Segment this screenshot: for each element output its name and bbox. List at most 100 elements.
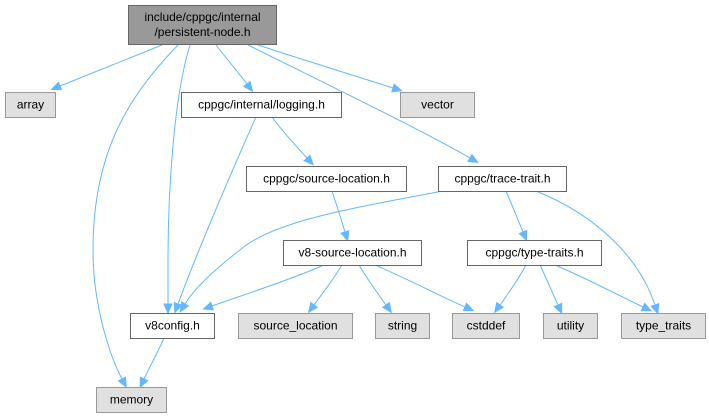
arrowhead-icon (462, 302, 475, 312)
edge-v8config-to-memory (139, 337, 165, 389)
node-box (96, 387, 167, 413)
edge-line (184, 190, 444, 305)
node-label: /persistent-node.h (154, 25, 250, 39)
arrowhead-icon (518, 229, 528, 242)
node-label: v8-source-location.h (298, 246, 406, 260)
arrowhead-icon (340, 230, 350, 242)
node-label: include/cppgc/internal (144, 10, 260, 24)
edge-line (271, 116, 308, 159)
edge-type_traits_h-to-type_traits (554, 264, 653, 312)
edge-trace_trait-to-type_traits_h (505, 190, 528, 242)
edge-line (505, 190, 524, 233)
arrowhead-icon (173, 301, 183, 314)
edge-line (215, 44, 248, 85)
node-utility: utility (543, 313, 598, 339)
arrowhead-icon (303, 154, 314, 166)
node-box (181, 92, 342, 118)
edge-trace_trait-to-v8config (179, 190, 444, 313)
edge-root-to-vector (257, 44, 403, 93)
node-memory: memory (96, 387, 167, 413)
node-v8-source-location[interactable]: v8-source-location.h (283, 240, 422, 266)
node-trace-trait[interactable]: cppgc/trace-trait.h (438, 166, 567, 192)
node-label: type_traits (636, 319, 691, 333)
edge-root-to-logging (215, 44, 254, 93)
edge-type_traits_h-to-cstddef (493, 264, 527, 314)
node-box (467, 240, 602, 266)
edge-type_traits_h-to-utility (539, 264, 563, 315)
node-label: utility (557, 319, 584, 333)
edge-line (358, 264, 387, 306)
arrowhead-icon (50, 81, 63, 91)
node-box (438, 166, 567, 192)
node-label: source_location (253, 319, 337, 333)
edge-line (211, 264, 325, 307)
edge-line (167, 44, 191, 304)
edge-v8_source_location-to-source_location (307, 264, 343, 314)
node-box (452, 313, 520, 339)
arrowhead-icon (117, 376, 127, 389)
edge-logging-to-v8config (173, 116, 257, 314)
edge-logging-to-source_location_h (271, 116, 314, 166)
node-logging[interactable]: cppgc/internal/logging.h (181, 92, 342, 118)
node-string: string (375, 313, 430, 339)
node-box (621, 313, 706, 339)
edge-root-to-memory (92, 44, 179, 389)
arrowhead-icon (493, 301, 505, 314)
node-box (246, 166, 407, 192)
edge-line (539, 264, 559, 306)
arrowhead-icon (650, 303, 660, 315)
node-type-traits: type_traits (621, 313, 706, 339)
edge-v8_source_location-to-v8config (202, 264, 325, 311)
node-v8config[interactable]: v8config.h (130, 313, 215, 339)
node-label: cppgc/type-traits.h (485, 246, 583, 260)
edge-source_location_h-to-v8_source_location (331, 190, 350, 242)
edge-root-to-array (50, 44, 163, 91)
edge-line (535, 190, 656, 306)
node-box (5, 92, 56, 118)
arrowhead-icon (139, 376, 149, 389)
node-box (400, 92, 475, 118)
edge-line (143, 337, 165, 380)
node-type-traits-h[interactable]: cppgc/type-traits.h (467, 240, 602, 266)
node-root[interactable]: include/cppgc/internal/persistent-node.h (128, 5, 277, 45)
node-array: array (5, 92, 56, 118)
edge-line (499, 264, 527, 306)
node-box (543, 313, 598, 339)
node-cstddef: cstddef (452, 313, 520, 339)
edge-line (247, 44, 471, 159)
node-label: string (388, 319, 417, 333)
edge-root-to-v8config (163, 44, 191, 315)
node-box (283, 240, 422, 266)
node-box (238, 313, 353, 339)
arrowhead-icon (242, 80, 254, 93)
edge-line (92, 44, 179, 380)
edge-line (59, 44, 163, 87)
node-box (130, 313, 215, 339)
node-label: cstddef (467, 319, 506, 333)
edge-line (331, 190, 346, 233)
arrowhead-icon (179, 301, 190, 313)
edge-line (374, 264, 466, 308)
arrowhead-icon (307, 301, 319, 314)
node-label: v8config.h (145, 319, 200, 333)
edge-line (313, 264, 343, 306)
edge-root-to-trace_trait (247, 44, 479, 164)
nodes-layer: include/cppgc/internal/persistent-node.h… (5, 5, 706, 413)
arrowhead-icon (391, 83, 403, 93)
node-label: cppgc/source-location.h (263, 172, 390, 186)
edge-v8_source_location-to-string (358, 264, 393, 314)
node-source-location: source_location (238, 313, 353, 339)
arrowhead-icon (381, 301, 393, 314)
arrowhead-icon (467, 153, 479, 164)
edge-v8_source_location-to-cstddef (374, 264, 475, 312)
node-box (128, 5, 277, 45)
edge-line (177, 116, 257, 305)
node-source-location-h[interactable]: cppgc/source-location.h (246, 166, 407, 192)
arrowhead-icon (202, 301, 215, 311)
arrowhead-icon (163, 303, 173, 315)
edge-line (554, 264, 644, 308)
node-vector: vector (400, 92, 475, 118)
node-label: vector (421, 98, 454, 112)
arrowhead-icon (553, 302, 563, 315)
